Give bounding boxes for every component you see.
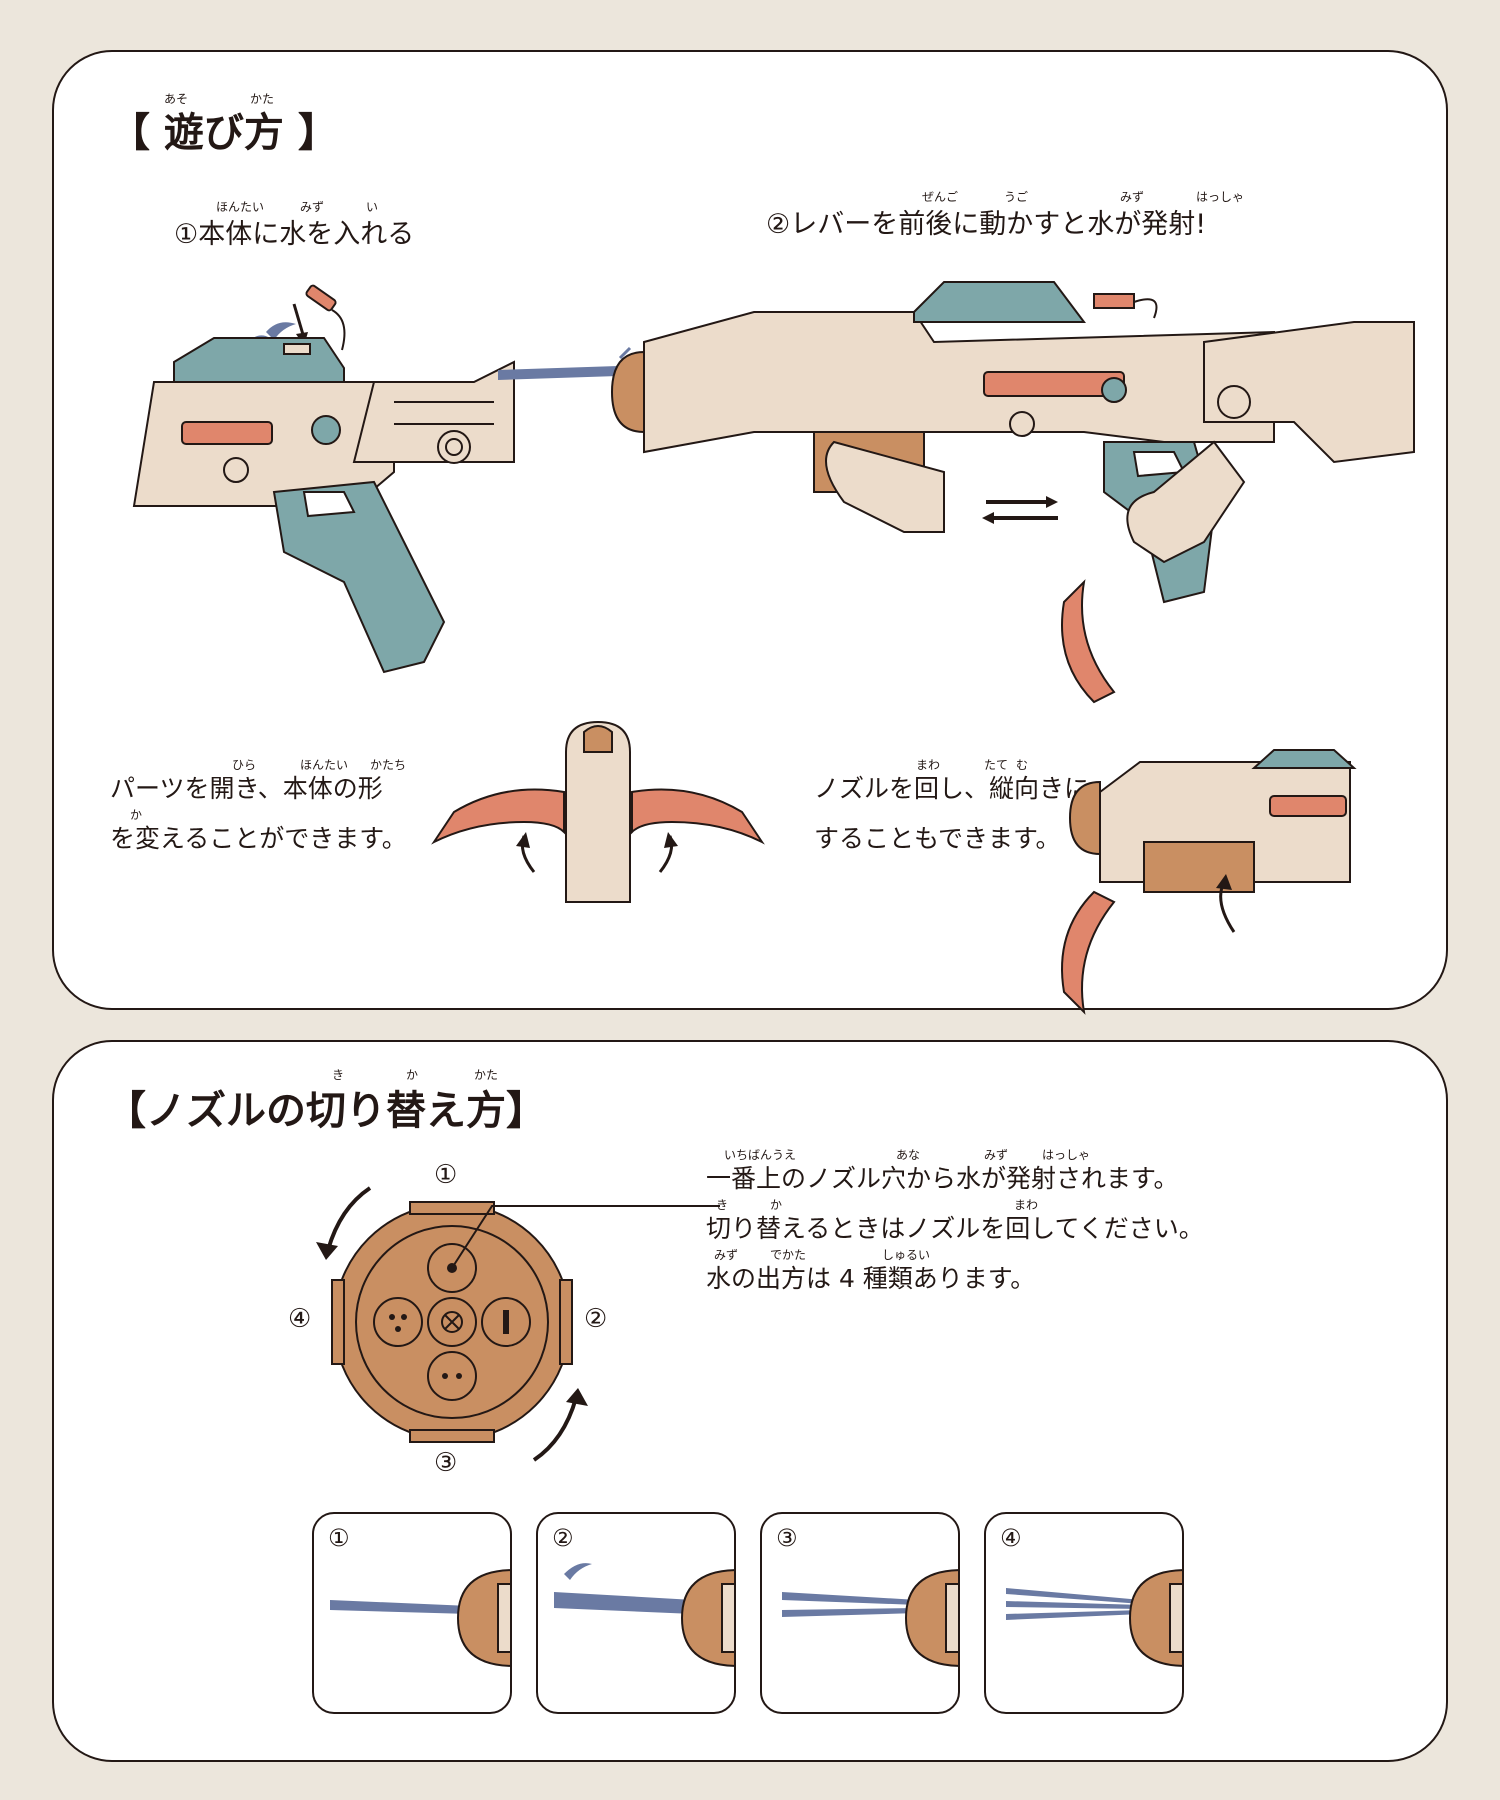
- ruby-text: みず: [300, 200, 325, 214]
- nozzle-note-line2: することもできます。: [814, 824, 1061, 853]
- nozzle-desc-line1: 一番上のノズル穴から水が発射されます。: [706, 1164, 1179, 1193]
- ruby-text: はっしゃ: [1196, 190, 1245, 204]
- ruby-text: しゅるい: [882, 1248, 931, 1262]
- nozzle-note-line1: ノズルを回し、縦向きに: [814, 774, 1090, 803]
- mode-number: ①: [328, 1524, 350, 1552]
- ruby-text: はっしゃ: [1042, 1148, 1091, 1162]
- dial-label-3: ③: [434, 1448, 458, 1478]
- ruby-text: まわ: [1014, 1198, 1039, 1212]
- gun-fill-illustration: [132, 284, 515, 674]
- spray-mode-1: ①: [312, 1512, 512, 1714]
- nozzle-hole-4: [373, 1297, 423, 1347]
- spray-mode-3: ③: [760, 1512, 960, 1714]
- parts-open-illustration: [431, 720, 765, 903]
- ruby-text: き: [332, 1068, 345, 1082]
- nozzle-dial-diagram: [316, 1186, 720, 1462]
- ruby-text: む: [1016, 758, 1029, 772]
- mode-number: ②: [552, 1524, 574, 1552]
- section-title-play: 【 遊び方 】: [110, 110, 338, 156]
- spray-mode-4: ④: [984, 1512, 1184, 1714]
- dial-label-2: ②: [584, 1304, 608, 1334]
- step2-label: ②レバーを前後に動かすと水が発射!: [766, 209, 1207, 240]
- ruby-text: あな: [896, 1148, 921, 1162]
- spray-mode-2: ②: [536, 1512, 736, 1714]
- ruby-text: ほんたい: [216, 200, 265, 214]
- ruby-text: まわ: [916, 758, 941, 772]
- dial-label-1: ①: [434, 1160, 458, 1190]
- nozzle-hole-3: [427, 1351, 477, 1401]
- ruby-text: か: [406, 1068, 419, 1082]
- parts-note-line1: パーツを開き、本体の形: [110, 774, 383, 803]
- mode-number: ③: [776, 1524, 798, 1552]
- ruby-text: みず: [984, 1148, 1009, 1162]
- ruby-text: たて: [984, 758, 1009, 772]
- dial-label-4: ④: [288, 1304, 312, 1334]
- ruby-text: かたち: [370, 758, 407, 772]
- ruby-text: き: [716, 1198, 729, 1212]
- nozzle-desc-line3: 水の出方は 4 種類あります。: [706, 1264, 1036, 1293]
- section-title-nozzle: 【ノズルの切り替え方】: [106, 1088, 546, 1134]
- nozzle-desc-line2: 切り替えるときはノズルを回してください。: [706, 1214, 1204, 1243]
- ruby-text: い: [366, 200, 379, 214]
- ruby-text: いちばんうえ: [724, 1148, 797, 1162]
- ruby-text: うご: [1004, 190, 1029, 204]
- nozzle-vertical-illustration: [1061, 579, 1357, 1015]
- ruby-text: ひら: [232, 758, 257, 772]
- ruby-text: ぜんご: [922, 190, 959, 204]
- ruby-text: か: [770, 1198, 783, 1212]
- parts-note-line2: を変えることができます。: [110, 824, 407, 853]
- ruby-text: ほんたい: [300, 758, 349, 772]
- ruby-text: かた: [250, 92, 275, 106]
- ruby-text: か: [130, 808, 143, 822]
- nozzle-switch-panel: 【ノズルの切り替え方】 き か かた ① ② ③ ④ 一番上のノズル穴から水が発…: [52, 1040, 1448, 1762]
- ruby-text: あそ: [164, 92, 189, 106]
- mode-number: ④: [1000, 1524, 1022, 1552]
- play-instructions-panel: 【 遊び方 】 あそ かた ①本体に水を入れる ほんたい みず い ②レバーを前…: [52, 50, 1448, 1015]
- ruby-text: みず: [1120, 190, 1145, 204]
- gun-fire-illustration: [498, 281, 1415, 604]
- step1-label: ①本体に水を入れる: [174, 219, 415, 250]
- ruby-text: かた: [474, 1068, 499, 1082]
- ruby-text: でかた: [770, 1248, 807, 1262]
- ruby-text: みず: [714, 1248, 739, 1262]
